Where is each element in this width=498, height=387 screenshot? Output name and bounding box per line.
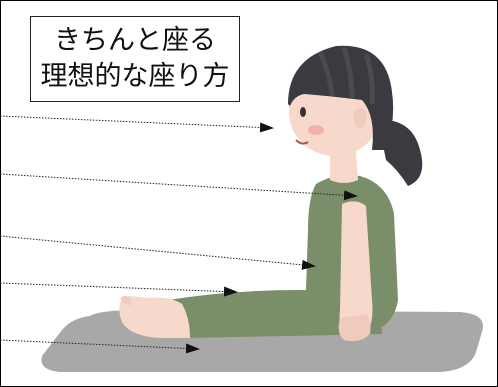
mouth <box>295 139 309 145</box>
hair-highlight <box>317 47 375 105</box>
pointer-thigh <box>0 282 238 297</box>
hair <box>288 45 394 150</box>
title-line-2: 理想的な座り方 <box>40 61 230 92</box>
toes <box>120 296 131 306</box>
arm <box>339 201 373 338</box>
pointer-shoulder <box>0 173 358 201</box>
eye <box>300 107 306 117</box>
pointer-lower-back <box>0 235 316 270</box>
hand <box>338 314 371 342</box>
title-line-1: きちんと座る <box>54 25 216 56</box>
cheek <box>308 125 324 135</box>
pointer-heel <box>0 339 200 354</box>
neck <box>330 150 358 183</box>
feet <box>119 296 190 338</box>
pointer-head <box>0 115 274 133</box>
title-box: きちんと座る 理想的な座り方 <box>30 16 240 102</box>
ear <box>353 108 367 128</box>
